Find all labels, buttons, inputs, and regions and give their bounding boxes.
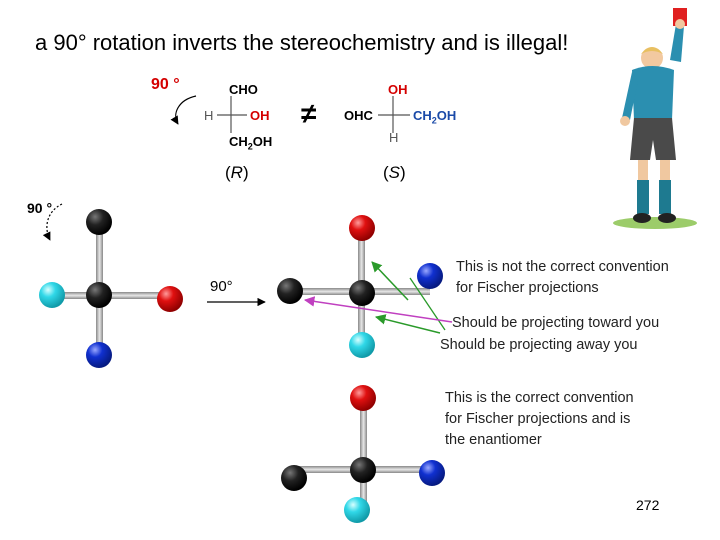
incorrect-convention-note: This is not the correct convention for F… <box>456 259 669 296</box>
rotation-arrow-fischer <box>170 95 197 125</box>
config-label-r: (R) <box>225 163 249 182</box>
fischer-left-right: OH <box>250 108 270 123</box>
fischer-right-right: CH2OH <box>413 108 457 126</box>
atom-carbon-left <box>277 278 303 304</box>
away-you-note: Should be projecting away you <box>440 337 638 353</box>
fischer-right-top: OH <box>388 82 408 97</box>
atom-oxygen-right <box>157 286 183 312</box>
magenta-arrow <box>303 296 453 323</box>
atom-carbon-left <box>281 465 307 491</box>
referee-illustration <box>613 8 697 229</box>
atom-nitrogen-right <box>417 263 443 289</box>
atom-nitrogen-bottom <box>86 342 112 368</box>
config-label-s: (S) <box>383 163 406 182</box>
fischer-left-left: H <box>204 108 214 123</box>
atom-carbon-center <box>86 282 112 308</box>
fischer-right-left: OHC <box>344 108 373 123</box>
green-arrow-upper <box>371 261 409 301</box>
molecule-bottom <box>281 385 445 523</box>
atom-fluorine-bottom <box>349 332 375 358</box>
horizontal-arrow-label: 90° <box>210 278 233 295</box>
slide-title: a 90° rotation inverts the stereochemist… <box>35 30 569 55</box>
fischer-right-bottom: H <box>389 130 399 145</box>
fischer-right-cross <box>378 96 410 133</box>
fischer-left-bottom: CH2OH <box>229 134 273 152</box>
atom-oxygen-top <box>350 385 376 411</box>
fischer-left-rotation-label: 90 ° <box>151 76 180 93</box>
atom-fluorine-left <box>39 282 65 308</box>
rotation-arrow-ball-stick <box>42 203 63 241</box>
molecule-left <box>39 209 183 368</box>
fischer-left-top: CHO <box>229 82 258 97</box>
atom-carbon-top <box>86 209 112 235</box>
atom-carbon-center <box>350 457 376 483</box>
atom-fluorine-bottom <box>344 497 370 523</box>
correct-convention-note: This is the correct convention for Fisch… <box>445 390 634 448</box>
atom-carbon-center <box>349 280 375 306</box>
ball-stick-rotation-label: 90 ° <box>27 200 53 216</box>
toward-you-note: Should be projecting toward you <box>452 315 660 331</box>
not-equal-symbol: ≠ <box>301 98 317 129</box>
atom-nitrogen-right <box>419 460 445 486</box>
page-number: 272 <box>636 497 660 513</box>
atom-oxygen-top <box>349 215 375 241</box>
green-arrow-diagonal <box>409 277 446 331</box>
green-arrow-lower <box>374 314 441 334</box>
molecule-middle <box>277 215 443 358</box>
fischer-left-cross <box>217 96 247 133</box>
